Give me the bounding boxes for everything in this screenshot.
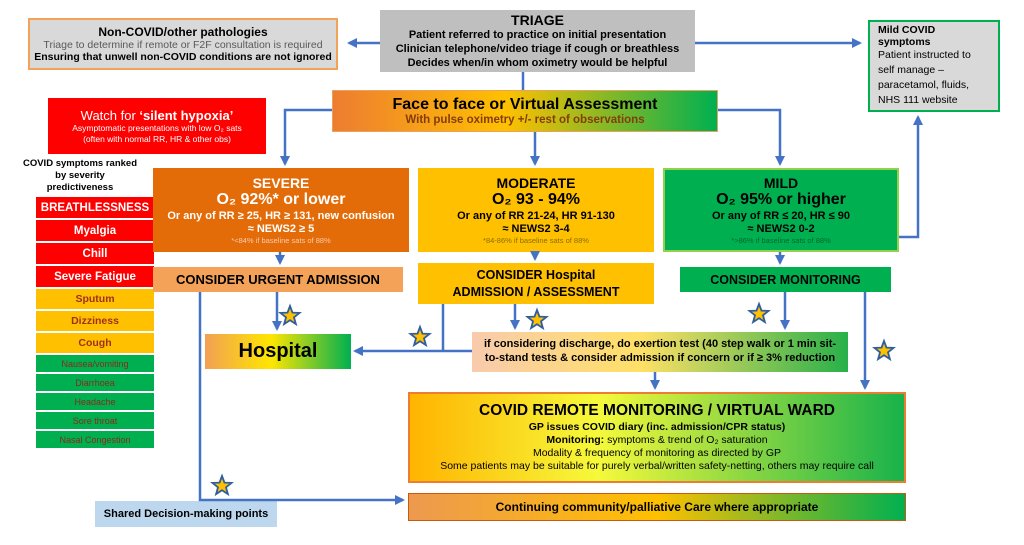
symptom-row: Headache [36,393,154,410]
triage-box: TRIAGE Patient referred to practice on i… [380,10,695,72]
symptom-row: Severe Fatigue [36,266,154,287]
severe-o2: O₂ 92%* or lower [216,191,346,209]
moderate-news2: ≈ NEWS2 3-4 [502,222,570,235]
consider-monitoring-box: CONSIDER MONITORING [680,267,891,292]
decision-star-icon [278,303,302,327]
arrow-assessment-to-severe [280,108,332,166]
mild-news2: ≈ NEWS2 0-2 [747,222,815,235]
triage-line: Decides when/in whom oximetry would be h… [407,57,668,70]
non-covid-line: Triage to determine if remote or F2F con… [43,39,323,51]
silent-hypoxia-title-bold: ‘silent hypoxia’ [139,107,234,123]
severe-news2: ≈ NEWS2 ≥ 5 [247,222,315,235]
arrow-urgent-to-continuing-care [198,292,405,505]
moderate-o2: O₂ 93 - 94% [491,191,581,209]
symptom-row: Sputum [36,289,154,309]
mild-covid-info-box: Mild COVID symptoms Patient instructed t… [868,20,1000,112]
consider-hospital-admission-box: CONSIDER Hospital ADMISSION / ASSESSMENT [418,263,654,304]
moderate-footnote: *84-86% if baseline sats of 88% [483,235,589,245]
mild-o2: O₂ 95% or higher [716,191,846,209]
severe-title: SEVERE [252,175,310,192]
virtual-ward-line: Modality & frequency of monitoring as di… [532,446,782,459]
silent-hypoxia-title-prefix: Watch for [80,107,140,123]
virtual-ward-line: GP issues COVID diary (inc. admission/CP… [528,420,786,433]
virtual-ward-title: COVID REMOTE MONITORING / VIRTUAL WARD [479,401,835,419]
triage-line: Clinician telephone/video triage if coug… [395,42,680,55]
symptom-row: Diarrhoea [36,374,154,391]
shared-decision-legend: Shared Decision-making points [95,501,277,527]
arrow-assessment-to-mild [718,108,785,166]
severe-box: SEVERE O₂ 92%* or lower Or any of RR ≥ 2… [153,168,409,252]
mild-box: MILD O₂ 95% or higher Or any of RR ≤ 20,… [663,168,899,252]
symptom-row: BREATHLESSNESS [36,197,154,218]
silent-hypoxia-title: Watch for ‘silent hypoxia’ [81,108,234,123]
moderate-box: MODERATE O₂ 93 - 94% Or any of RR 21-24,… [418,168,654,252]
assessment-box: Face to face or Virtual Assessment With … [332,90,718,132]
assessment-title: Face to face or Virtual Assessment [392,96,658,113]
virtual-ward-box: COVID REMOTE MONITORING / VIRTUAL WARD G… [408,392,906,483]
assessment-subtitle: With pulse oximetry +/- rest of observat… [405,114,645,126]
hospital-box: Hospital [205,334,351,369]
decision-star-icon [525,307,549,331]
silent-hypoxia-line: (often with normal RR, HR & other obs) [83,133,231,144]
symptom-row: Nausea/vomiting [36,355,154,372]
severe-footnote: *<84% if baseline sats of 88% [231,235,331,245]
symptom-row: Dizziness [36,311,154,331]
exertion-test-box: if considering discharge, do exertion te… [472,332,848,372]
non-covid-box: Non-COVID/other pathologies Triage to de… [28,18,338,70]
symptom-row: Chill [36,243,154,264]
mild-title: MILD [763,175,799,192]
non-covid-line: Ensuring that unwell non-COVID condition… [34,51,332,63]
symptom-ladder-header: COVID symptoms ranked by severity predic… [22,158,138,193]
silent-hypoxia-box: Watch for ‘silent hypoxia’ Asymptomatic … [48,98,266,154]
mild-footnote: *>86% if baseline sats of 88% [731,235,831,245]
decision-star-icon [872,338,896,362]
decision-star-icon [210,473,234,497]
symptom-row: Sore throat [36,412,154,429]
consider-urgent-admission-box: CONSIDER URGENT ADMISSION [153,267,403,292]
virtual-ward-monitoring-rest: symptoms & trend of O₂ saturation [604,433,768,446]
virtual-ward-line: Some patients may be suitable for purely… [440,459,874,472]
triage-title: TRIAGE [511,11,564,28]
severe-criteria: Or any of RR ≥ 25, HR ≥ 131, new confusi… [167,209,395,222]
triage-line: Patient referred to practice on initial … [408,28,667,41]
mild-criteria: Or any of RR ≤ 20, HR ≤ 90 [712,209,850,222]
decision-star-icon [747,301,771,325]
silent-hypoxia-line: Asymptomatic presentations with low O₂ s… [72,122,242,133]
symptom-row: Myalgia [36,220,154,241]
moderate-title: MODERATE [496,175,576,192]
symptom-row: Cough [36,333,154,353]
virtual-ward-monitoring-label: Monitoring: [546,433,605,446]
symptom-row: Nasal Congestion [36,431,154,448]
moderate-criteria: Or any of RR 21-24, HR 91-130 [457,209,615,222]
continuing-care-box: Continuing community/palliative Care whe… [408,493,906,521]
mild-covid-info-title: Mild COVID symptoms [878,23,936,48]
decision-star-icon [408,324,432,348]
virtual-ward-line: Monitoring: symptoms & trend of O₂ satur… [546,434,767,447]
mild-covid-info-body: Patient instructed to self manage – para… [878,48,971,107]
arrow-mild-to-mildinfo [899,115,923,239]
non-covid-title: Non-COVID/other pathologies [98,25,268,39]
